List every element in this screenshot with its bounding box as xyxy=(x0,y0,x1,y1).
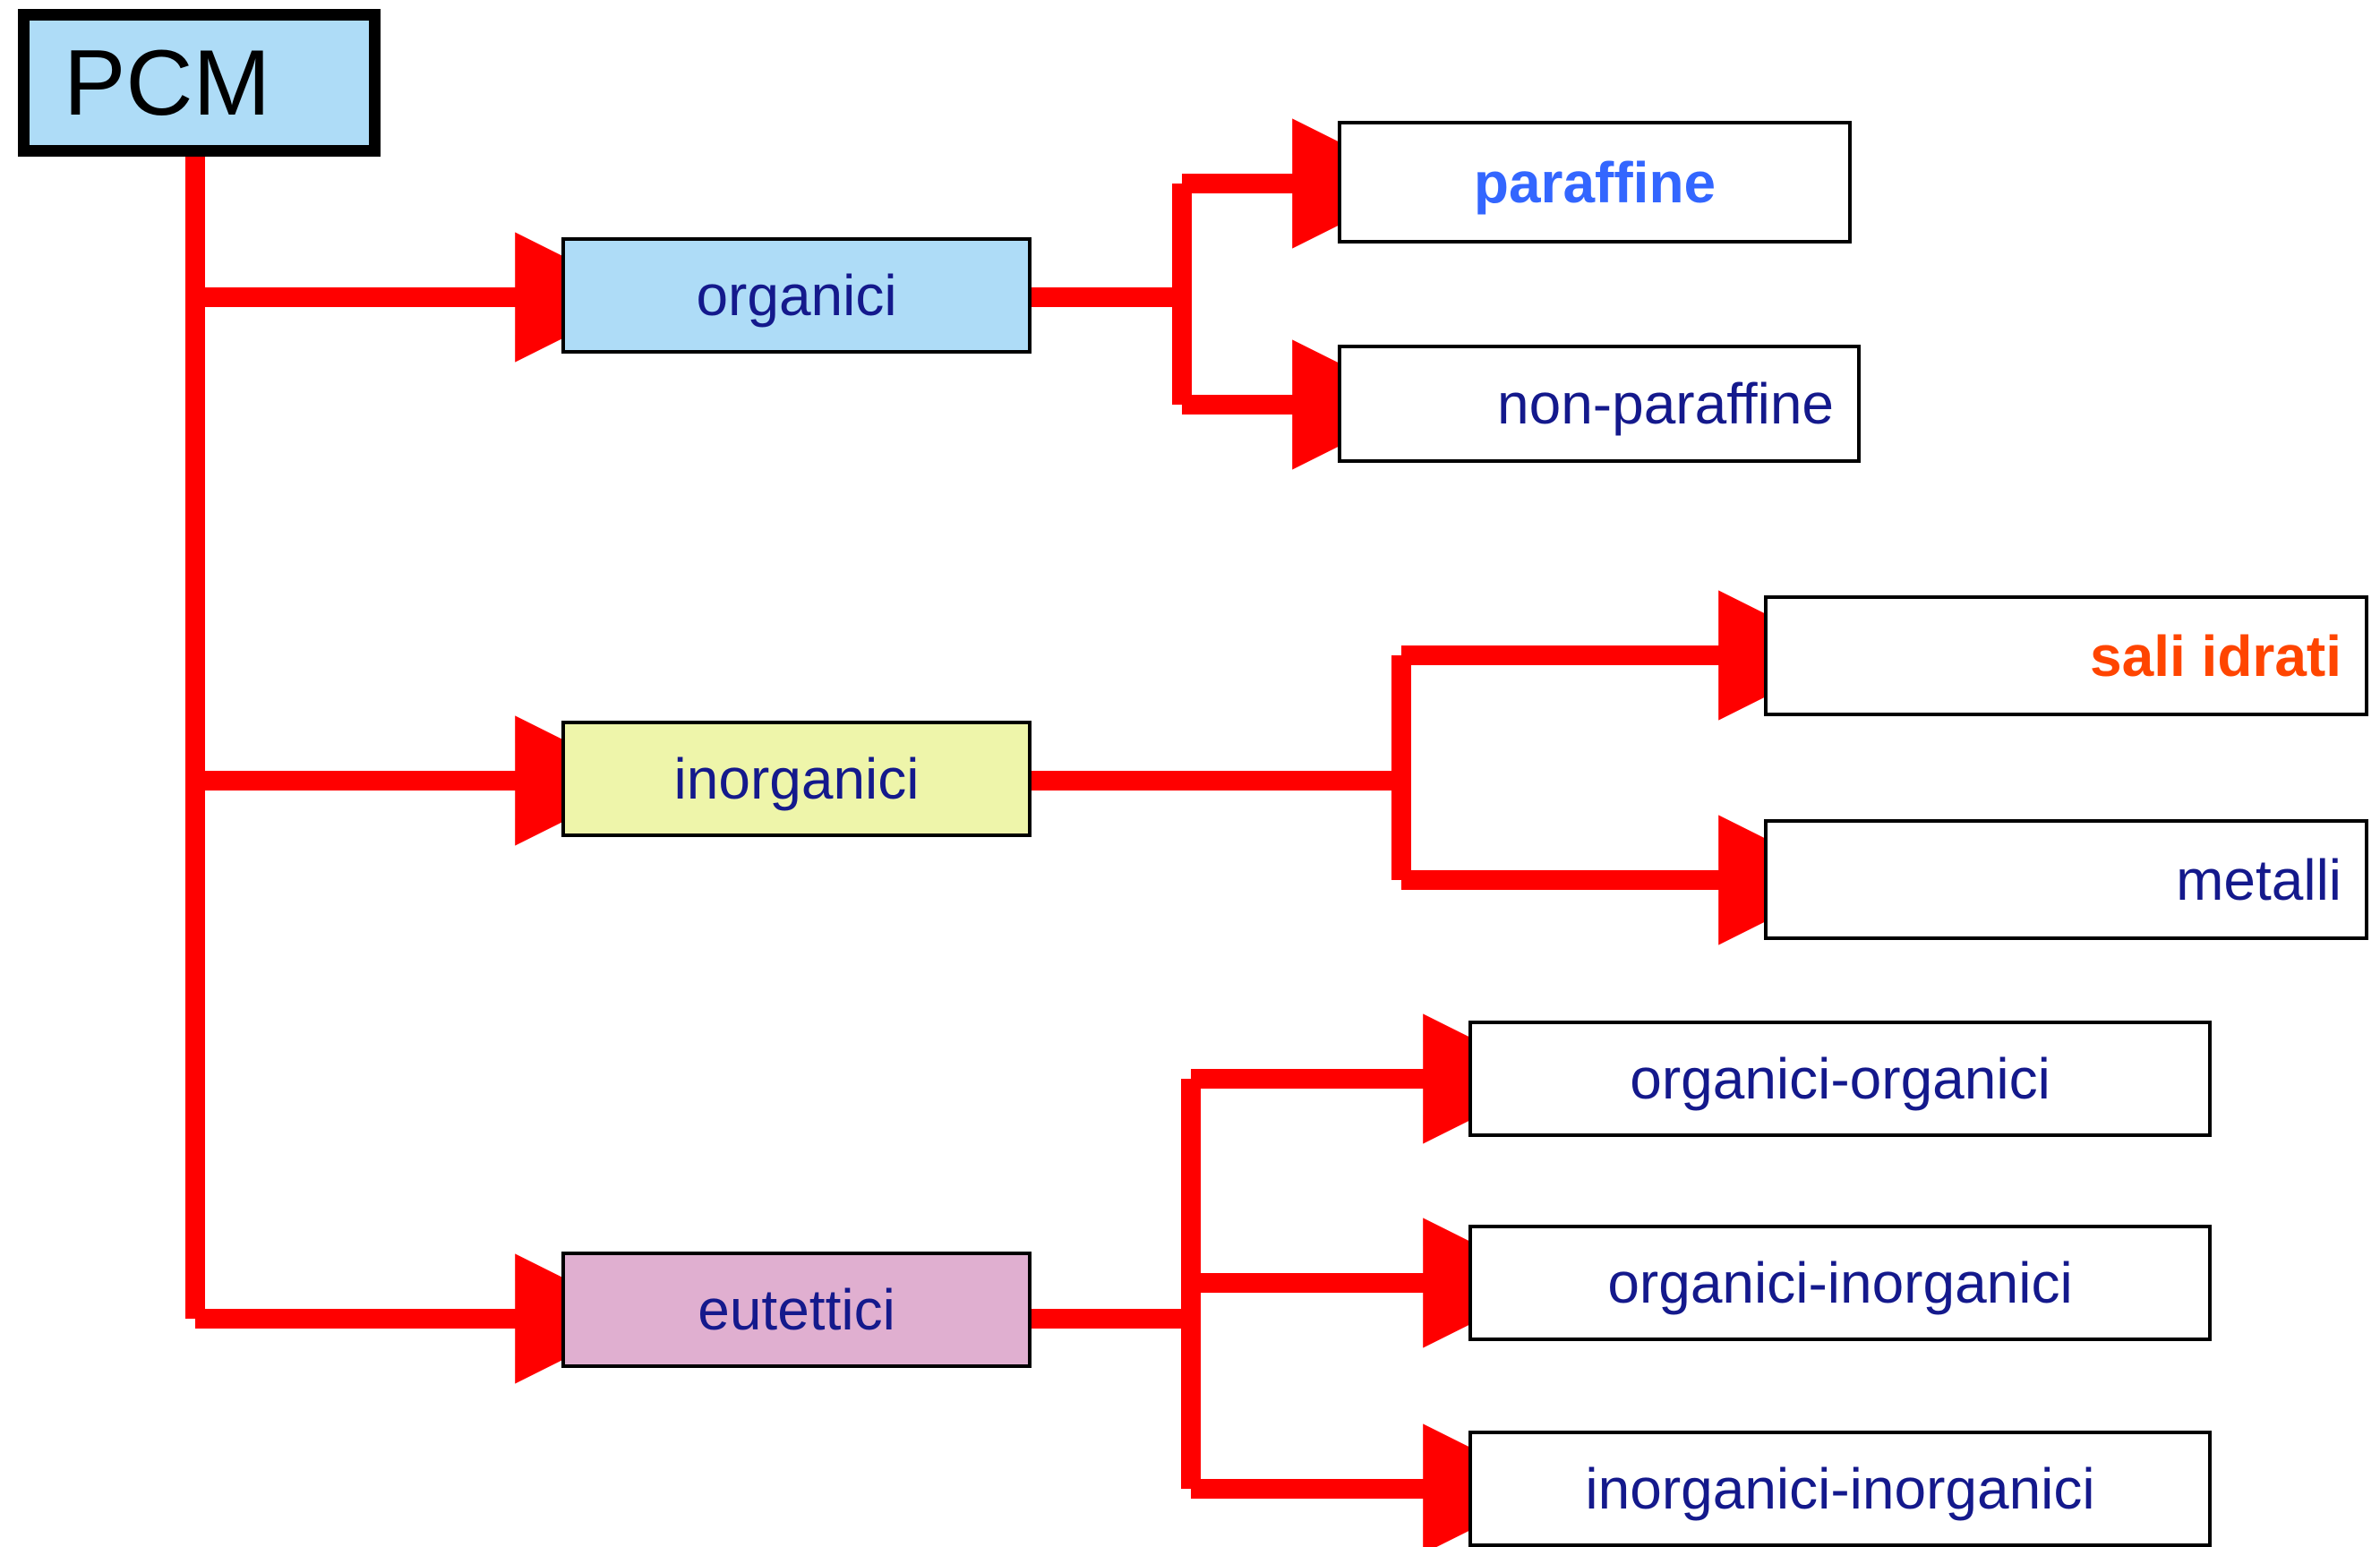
node-pcm-label: PCM xyxy=(64,30,271,135)
node-organici-inorganici-label: organici-inorganici xyxy=(1607,1251,2073,1315)
node-paraffine-label: paraffine xyxy=(1473,150,1717,215)
node-inorganici-inorganici-label: inorganici-inorganici xyxy=(1585,1457,2095,1521)
node-non-paraffine[interactable]: non-paraffine xyxy=(1338,345,1861,463)
node-organici-inorganici[interactable]: organici-inorganici xyxy=(1468,1225,2212,1341)
node-inorganici-inorganici[interactable]: inorganici-inorganici xyxy=(1468,1431,2212,1547)
node-eutettici[interactable]: eutettici xyxy=(561,1252,1032,1368)
node-organici-label: organici xyxy=(696,263,897,328)
node-inorganici[interactable]: inorganici xyxy=(561,721,1032,837)
node-non-paraffine-label: non-paraffine xyxy=(1497,372,1834,436)
node-pcm[interactable]: PCM xyxy=(18,9,381,157)
node-organici-organici[interactable]: organici-organici xyxy=(1468,1021,2212,1137)
node-organici-organici-label: organici-organici xyxy=(1630,1047,2050,1111)
node-eutettici-label: eutettici xyxy=(698,1278,895,1342)
node-metalli[interactable]: metalli xyxy=(1764,819,2368,940)
node-sali-idrati[interactable]: sali idrati xyxy=(1764,595,2368,716)
node-metalli-label: metalli xyxy=(2176,847,2341,912)
node-organici[interactable]: organici xyxy=(561,237,1032,354)
node-sali-idrati-label: sali idrati xyxy=(2090,623,2341,688)
node-inorganici-label: inorganici xyxy=(673,747,920,811)
node-paraffine[interactable]: paraffine xyxy=(1338,121,1852,244)
